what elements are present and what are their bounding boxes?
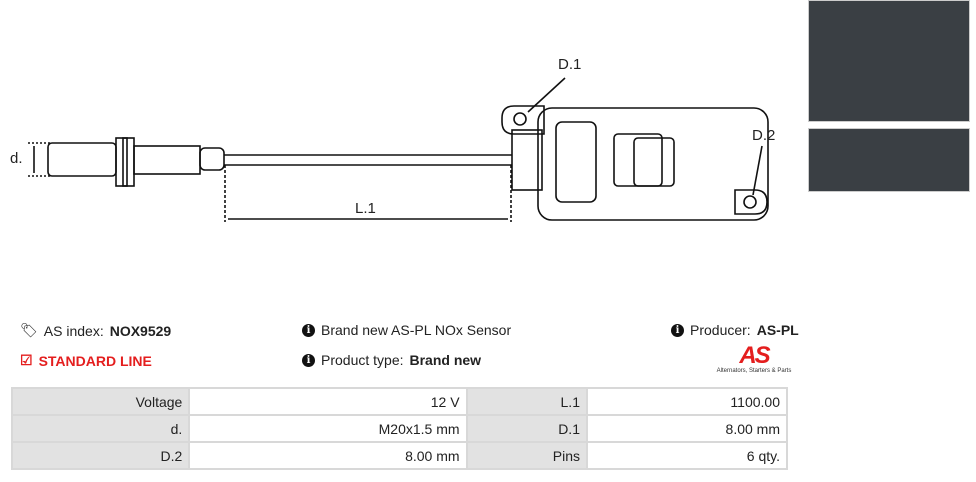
label-d: d. [10,150,23,167]
label-d2: D.2 [752,127,776,144]
label-l1: L.1 [355,200,376,217]
connector-photo[interactable] [808,128,970,192]
label-d1: D.1 [558,56,582,73]
product-photo[interactable] [808,0,970,122]
checkbox-icon: ☑ [20,352,33,368]
technical-drawing [28,77,769,222]
info-icon: i [302,323,315,337]
as-index: 🏷AS index:NOX9529 [20,322,172,339]
info-icon: i [671,323,684,337]
info-icon: i [302,353,315,367]
standard-line: ☑STANDARD LINE [20,352,152,369]
tags-icon: 🏷 [20,322,38,338]
